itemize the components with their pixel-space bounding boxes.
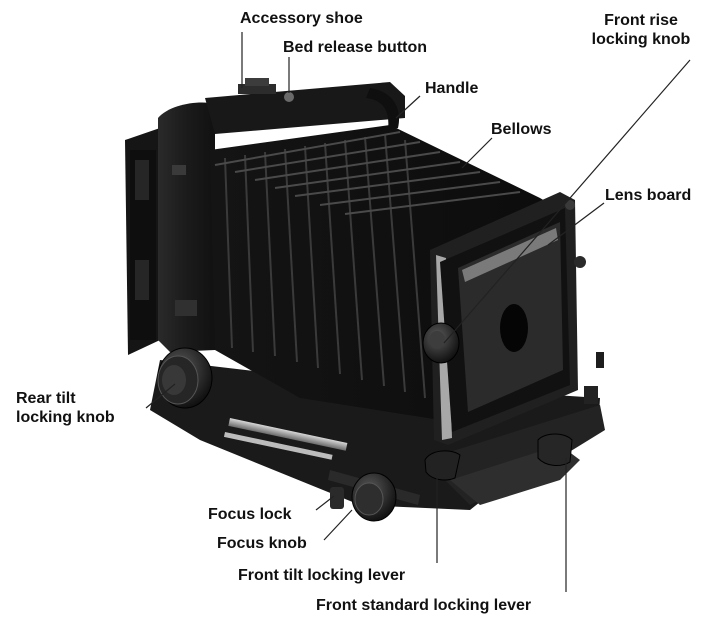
focus-lock-shape [330, 487, 344, 509]
label-lens-board: Lens board [605, 187, 692, 204]
label-front-tilt-locking-lever: Front tilt locking lever [238, 567, 406, 584]
bed-release-button-shape [284, 92, 294, 102]
leader-focus-knob [323, 509, 353, 541]
lens-board-shape [458, 222, 563, 412]
label-rear-tilt-line2: locking knob [16, 409, 115, 426]
label-accessory-shoe: Accessory shoe [240, 10, 363, 27]
label-bellows: Bellows [491, 121, 552, 138]
accessory-shoe-shape [238, 78, 276, 94]
focus-knob-shape [351, 472, 397, 522]
label-rear-tilt-locking-knob: Rear tilt locking knob [16, 389, 168, 427]
label-rear-tilt-line1: Rear tilt [16, 390, 76, 407]
leader-lines [145, 32, 691, 592]
rear-tilt-knob-shape [157, 347, 213, 409]
front-standard-lever-shape [537, 433, 573, 466]
leader-handle [395, 95, 421, 119]
label-bed-release-button: Bed release button [283, 39, 428, 56]
leader-rear-tilt-locking-knob [145, 383, 176, 409]
label-focus-lock: Focus lock [208, 506, 292, 523]
leader-bellows [461, 137, 493, 169]
front-rise-knob-shape [422, 322, 460, 364]
label-front-rise-locking-knob: Front rise locking knob [578, 11, 704, 49]
rear-standard [125, 82, 405, 355]
label-front-rise-line1: Front rise [604, 12, 678, 29]
leader-lens-board [547, 202, 605, 246]
label-front-rise-line2: locking knob [591, 31, 691, 48]
leader-focus-lock [315, 495, 335, 511]
handle-shape [366, 88, 400, 130]
label-focus-knob: Focus knob [217, 535, 307, 552]
bellows-shape [210, 125, 560, 420]
label-front-standard-locking-lever: Front standard locking lever [316, 597, 532, 614]
front-tilt-lever-shape [424, 450, 461, 481]
label-handle: Handle [425, 80, 479, 97]
leader-front-rise-locking-knob [443, 59, 691, 344]
